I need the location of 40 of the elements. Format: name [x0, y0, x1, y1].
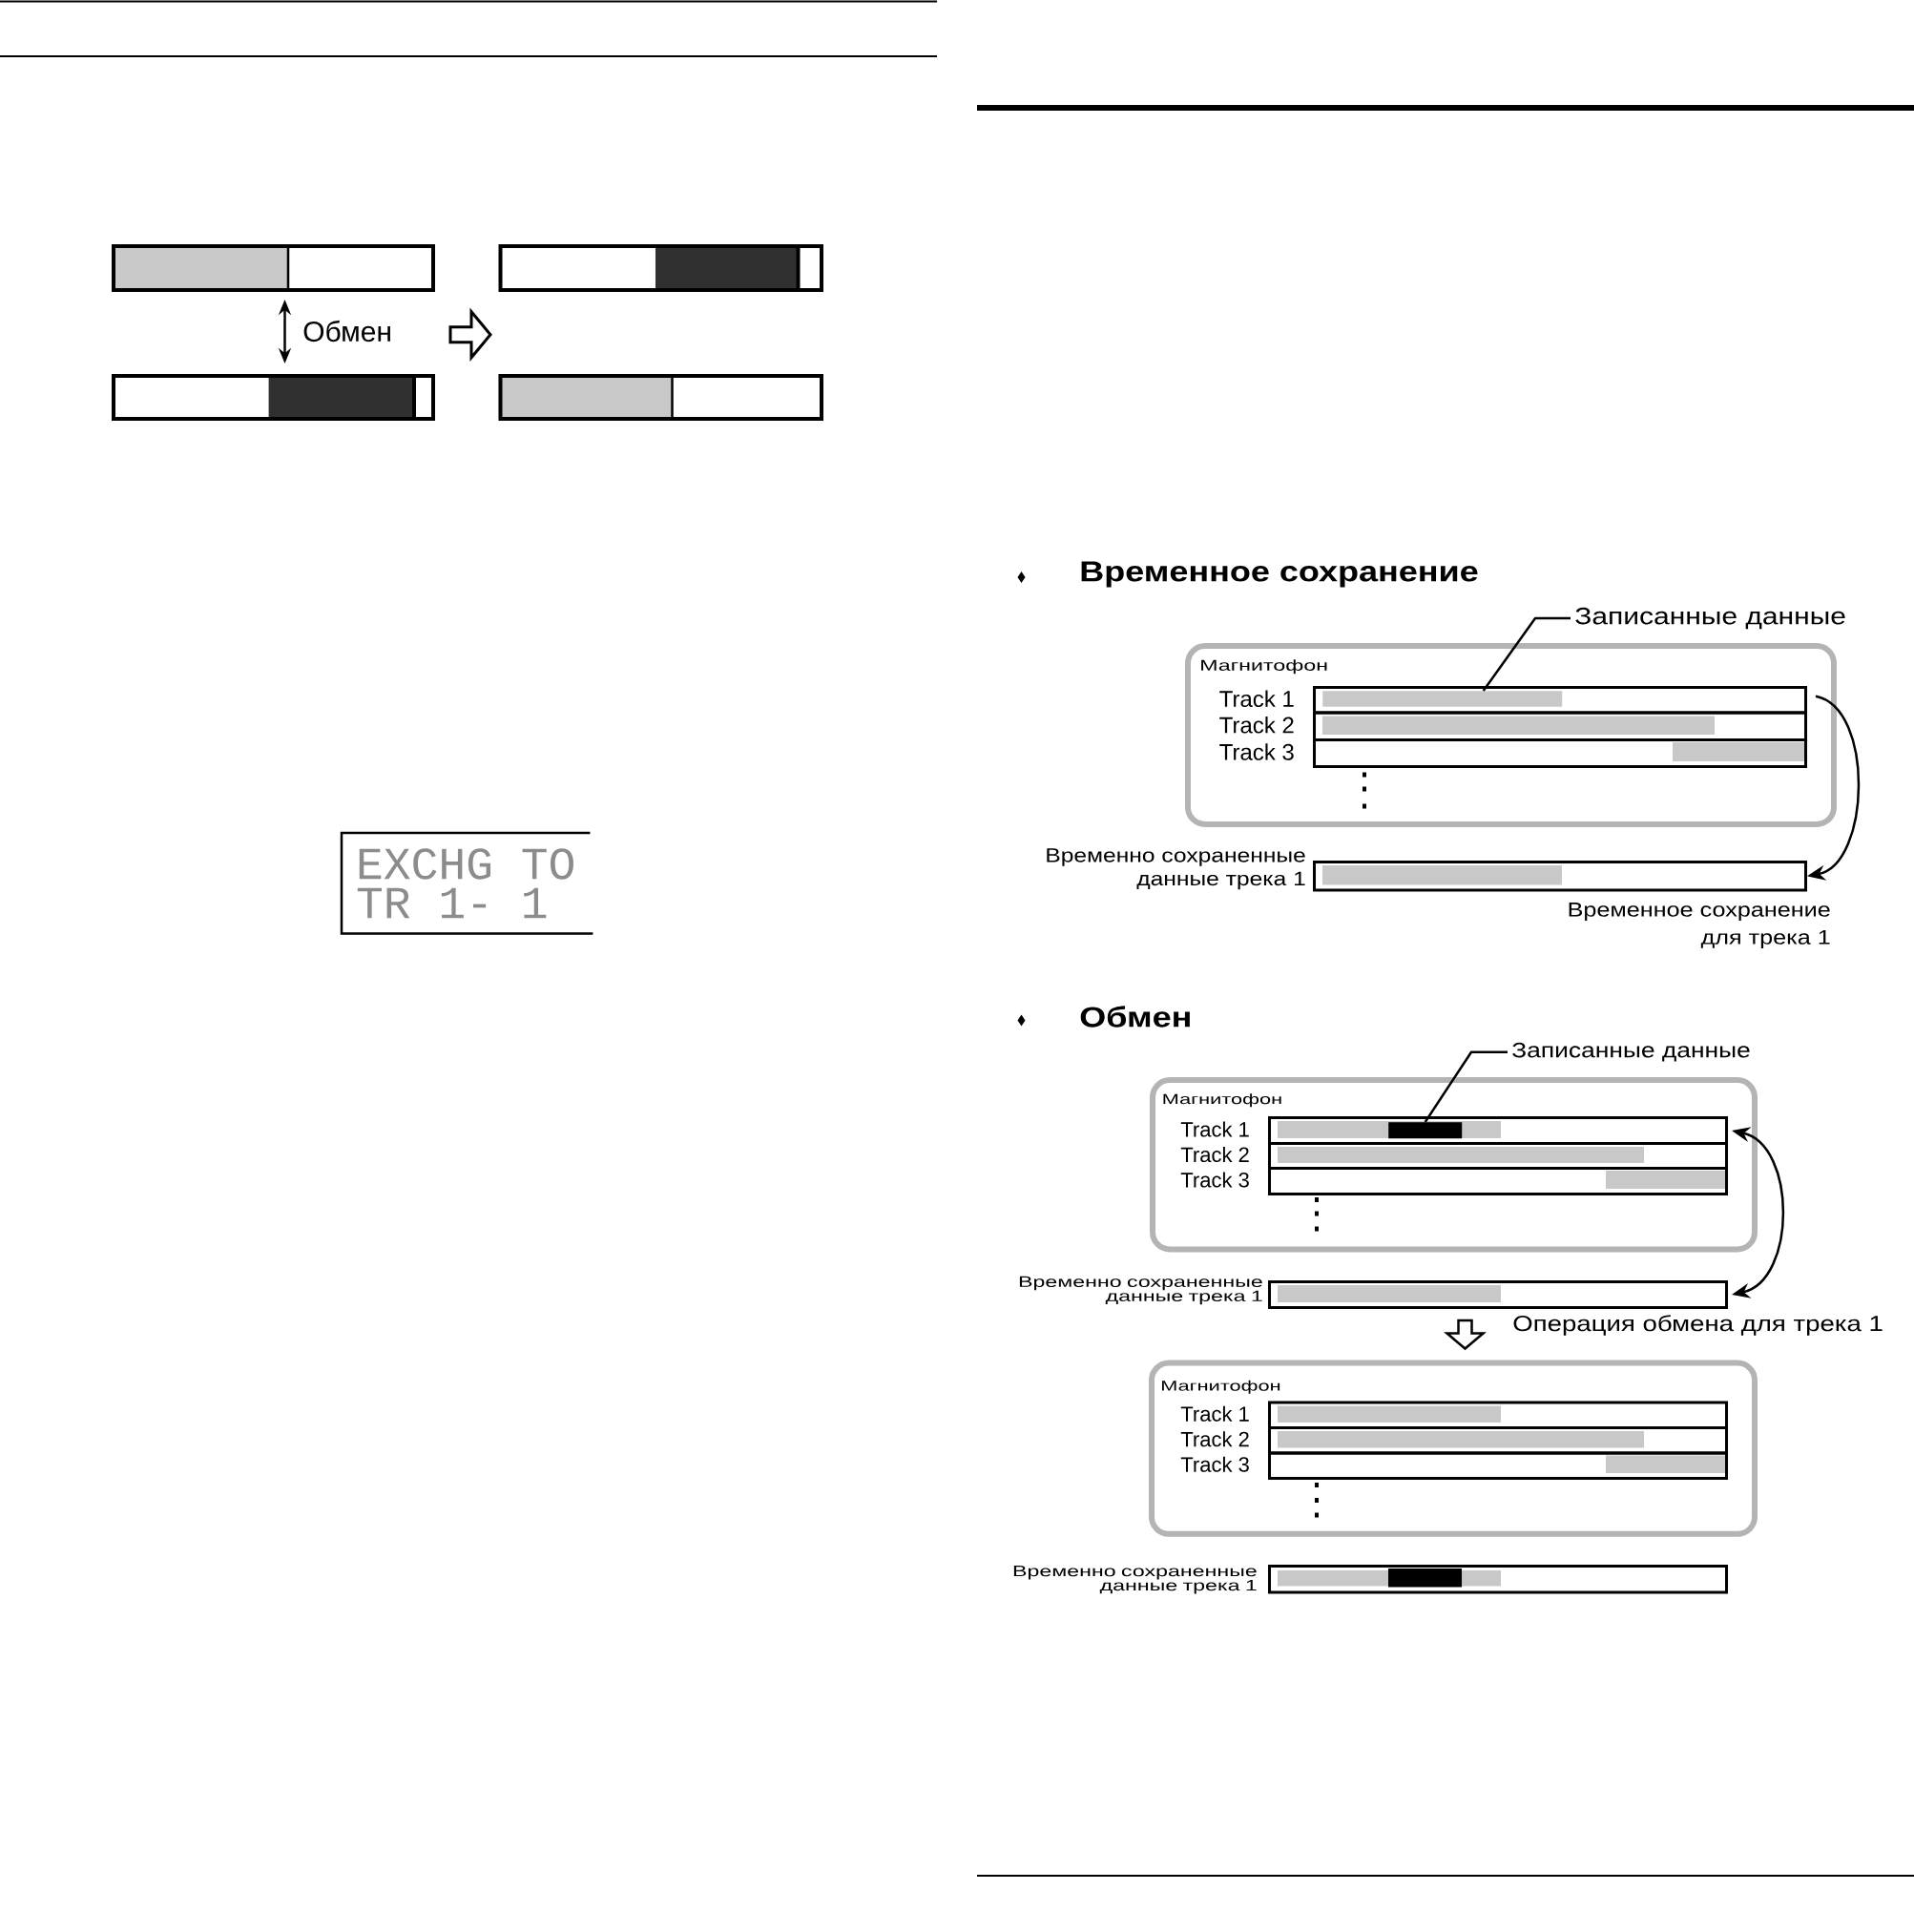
track-bar [1268, 1451, 1728, 1480]
track-label: Track 2 [1180, 1146, 1249, 1163]
track-bar [1268, 1280, 1728, 1309]
bar-label: Временно сохраненные данные трека 1 [1047, 848, 1305, 890]
track-bar [1268, 1426, 1728, 1455]
data-segment [1388, 1122, 1463, 1139]
edge-label: Операция обмена для трека 1 [1513, 1315, 1883, 1336]
section-heading: Временное сохранение [1081, 561, 1478, 588]
data-segment [1322, 691, 1563, 707]
block-arrow [1444, 1319, 1487, 1351]
track-bar [1268, 1401, 1728, 1429]
block-arrow [448, 307, 492, 362]
callout-text: Записанные данные [1575, 607, 1845, 630]
track-label: Track 2 [1219, 716, 1294, 734]
section-heading: Обмен [1080, 1006, 1190, 1028]
bar-label: Временно сохраненные данные трека 1 [1019, 1276, 1262, 1305]
lcd-display: EXCHG TO TR 1- 1 [340, 831, 593, 935]
track-bar [498, 244, 823, 292]
track-label: Track 3 [1180, 1456, 1249, 1472]
leader-line [1482, 616, 1571, 692]
track-bar [1313, 711, 1807, 741]
track-bar [112, 374, 435, 421]
track-bar [1268, 1565, 1728, 1594]
track-bar [1313, 686, 1807, 715]
callout-text: Записанные данные [1512, 1042, 1750, 1062]
track-bar [1313, 738, 1807, 768]
track-label: Track 3 [1219, 743, 1294, 760]
edge-label: Обмен [303, 320, 390, 343]
track-label: Track 3 [1180, 1172, 1249, 1188]
track-label: Track 2 [1180, 1431, 1249, 1447]
track-bar [112, 244, 435, 292]
edge-label: Временное сохранение для трека 1 [1569, 903, 1830, 948]
track-bar [1268, 1142, 1728, 1170]
track-label: Track 1 [1180, 1405, 1249, 1422]
bar-label: Временно сохраненные данные трека 1 [1013, 1566, 1257, 1594]
track-label: Track 1 [1180, 1121, 1249, 1137]
track-bar [1268, 1167, 1728, 1195]
track-label: Track 1 [1219, 690, 1294, 708]
track-bar [498, 374, 823, 421]
track-bar [1313, 861, 1807, 892]
